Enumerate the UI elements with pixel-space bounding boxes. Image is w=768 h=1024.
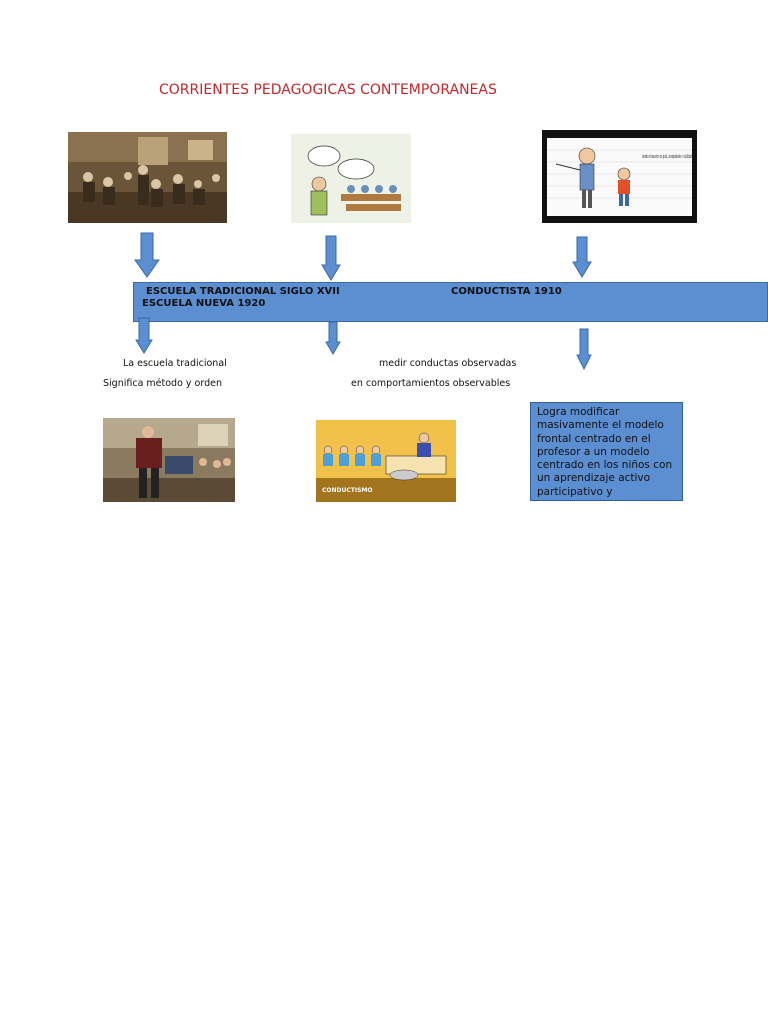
timeline-banner: ESCUELA TRADICIONAL SIGLO XVII ESCUELA N… <box>133 282 768 322</box>
traditional-caption-1: La escuela tradicional <box>123 358 227 369</box>
conductismo-label: CONDUCTISMO <box>322 487 373 494</box>
traditional-caption-2: Significa método y orden <box>103 378 222 389</box>
down-arrow-icon <box>135 317 153 354</box>
conductismo-image: CONDUCTISMO <box>316 420 456 502</box>
teacher-guide-image: siendo el maestro un guía, acompañante o… <box>542 130 697 223</box>
guide-caption-text: siendo el maestro un guía, acompañante o… <box>642 153 694 160</box>
down-arrow-icon <box>572 236 592 278</box>
new-school-description-box: Logra modificar masivamente el modelo fr… <box>530 402 683 501</box>
classroom-photo-image <box>103 418 235 502</box>
page-title: CORRIENTES PEDAGOGICAS CONTEMPORANEAS <box>159 82 497 98</box>
cartoon-teacher-image <box>291 134 411 223</box>
down-arrow-icon <box>576 328 592 370</box>
down-arrow-icon <box>321 235 341 281</box>
behaviorist-caption-1: medir conductas observadas <box>379 358 517 369</box>
banner-traditional-label: ESCUELA TRADICIONAL SIGLO XVII <box>146 286 340 297</box>
down-arrow-icon <box>325 321 341 355</box>
down-arrow-icon <box>134 232 160 278</box>
banner-behaviorist-label: CONDUCTISTA 1910 <box>451 286 562 297</box>
classroom-painting-image <box>68 132 227 223</box>
behaviorist-caption-2: en comportamientos observables <box>351 378 511 389</box>
banner-new-school-label: ESCUELA NUEVA 1920 <box>142 298 266 309</box>
